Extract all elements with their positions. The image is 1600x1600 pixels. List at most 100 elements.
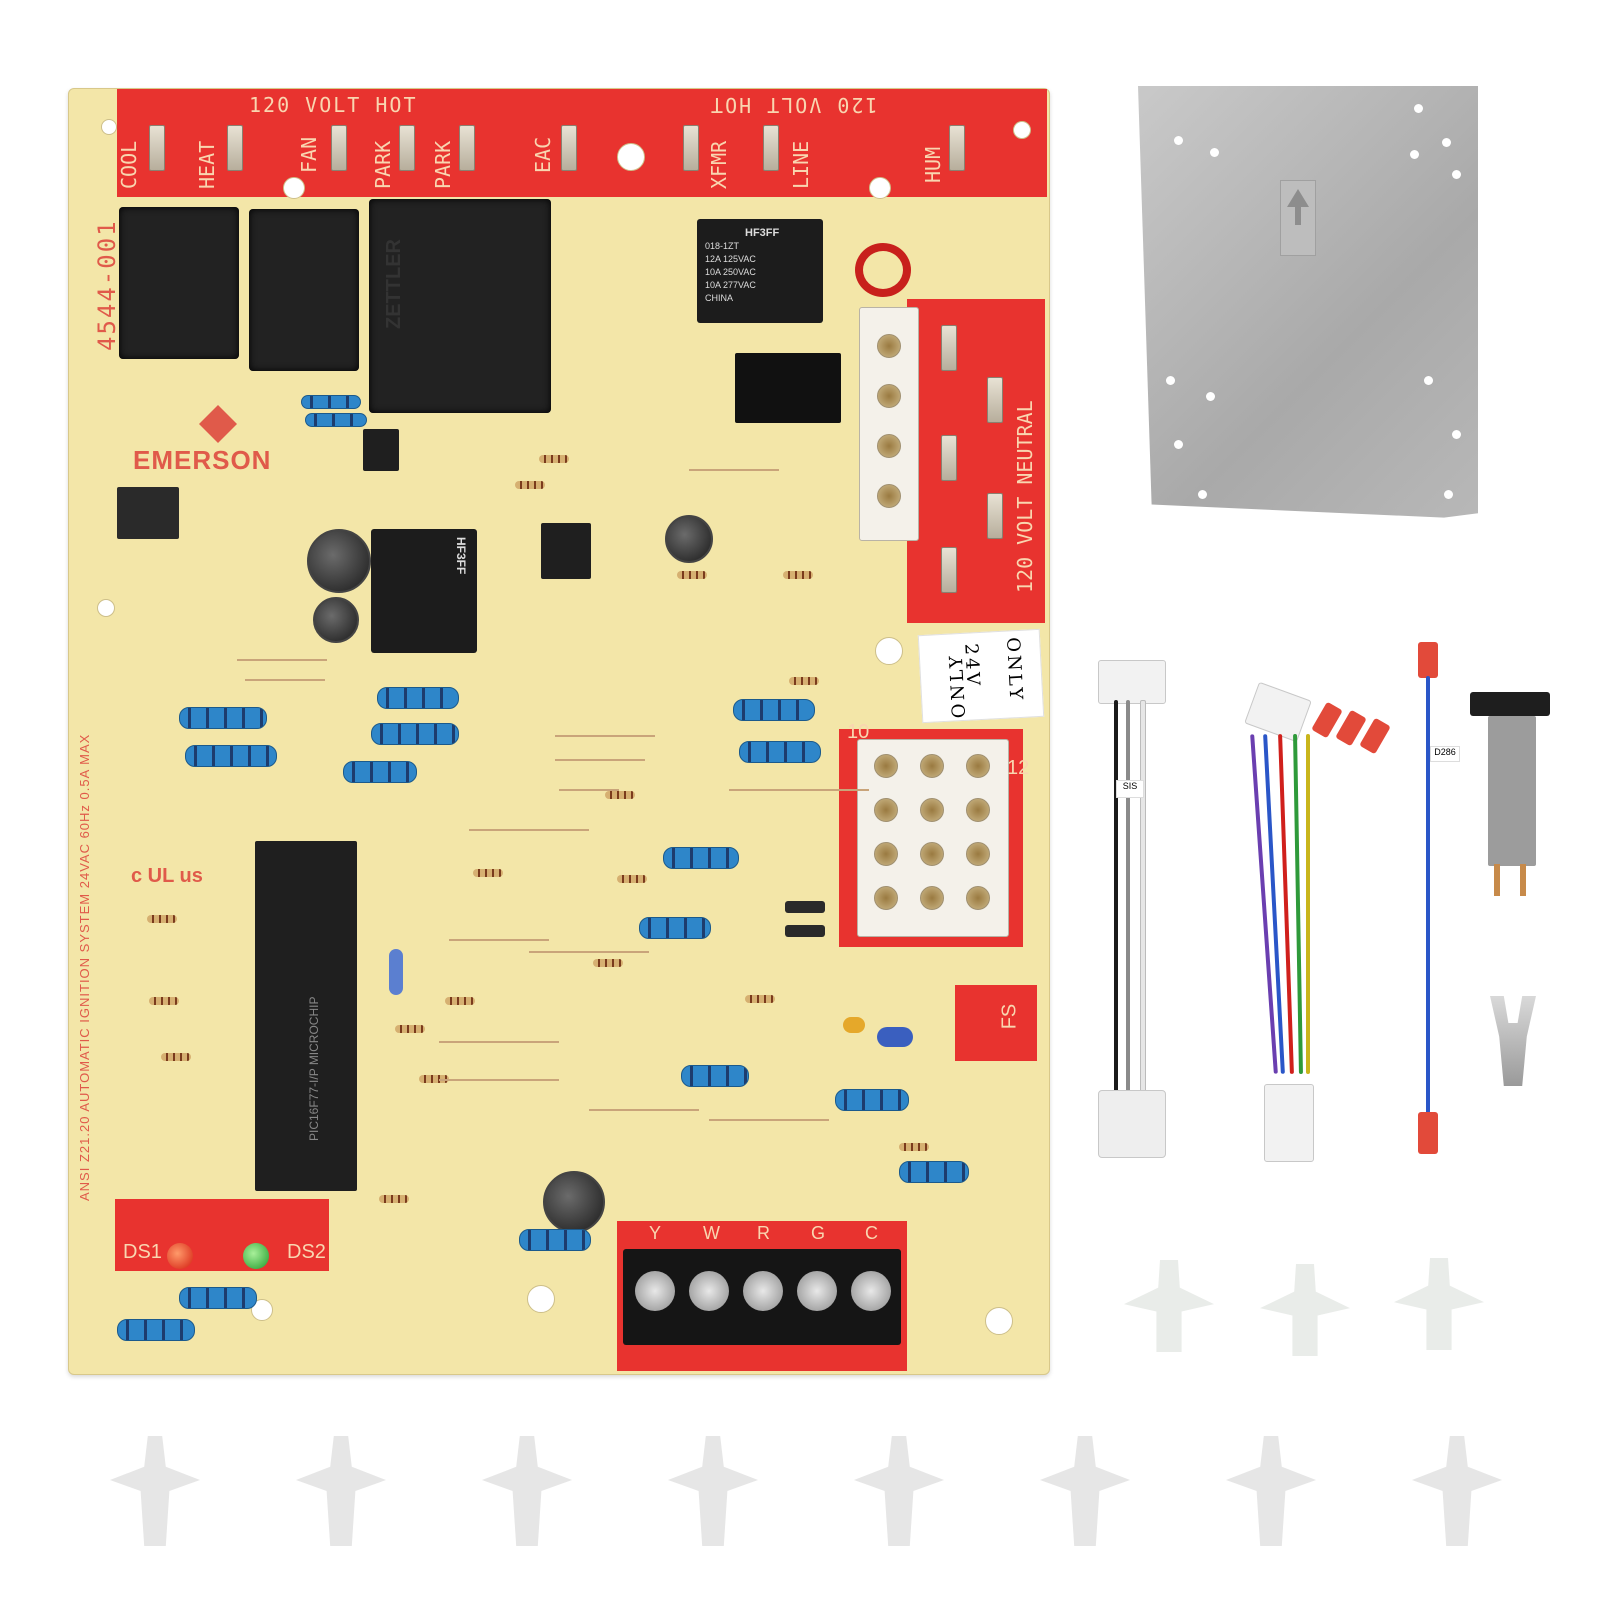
terminal-screw [797,1271,837,1311]
four-pin-connector [859,307,919,541]
plate-hole [1414,104,1423,113]
small-resistor [515,481,545,489]
mounting-hole [97,599,115,617]
connector-pin [920,798,944,822]
wire-black [1114,700,1118,1094]
small-resistor [783,571,813,579]
relay [119,207,239,359]
small-resistor [593,959,623,967]
mounting-hole [283,177,305,199]
terminal-letter-y: Y [649,1223,662,1243]
microcontroller-label: PIC16F77-I/P MICROCHIP [307,996,321,1141]
silkscreen-line [237,659,327,661]
silkscreen-line [439,1079,559,1081]
standoff [1394,1258,1484,1350]
terminal-tab [949,125,965,171]
ul-mark: c UL us [131,865,203,887]
neutral-label: 120 VOLT NEUTRAL [1013,400,1037,593]
terminal-label-fan: FAN [297,136,321,173]
mounting-clip [1412,1436,1502,1546]
green-led [243,1243,269,1269]
hot-terminal-strip [117,89,1047,197]
mounting-hole [251,1299,273,1321]
small-resistor [395,1025,425,1033]
terminal-screw [689,1271,729,1311]
small-resistor [677,571,707,579]
plate-hole [1424,376,1433,385]
capacitor [665,515,713,563]
mounting-clip [110,1436,200,1546]
terminal-label-park-1: PARK [371,140,395,189]
small-resistor [899,1143,929,1151]
voltage-regulator [735,353,841,423]
capacitor [543,1171,605,1233]
resistor [663,847,739,869]
top-label-left: 120 VOLT HOT [249,93,418,117]
switch-body [1488,716,1536,866]
resistor [301,395,361,409]
resistor [519,1229,591,1251]
resistor [371,723,459,745]
wire-yellow [1306,734,1310,1074]
small-resistor [605,791,635,799]
microcontroller: PIC16F77-I/P MICROCHIP [255,841,357,1191]
ic-chip [363,429,399,471]
small-relay-spec: 018-1ZT [705,241,740,251]
terminal-label-line: LINE [789,140,813,189]
terminal-screw [743,1271,783,1311]
resistor [899,1161,969,1183]
resistor [739,741,821,763]
silkscreen-line [709,1119,829,1121]
small-resistor [149,997,179,1005]
small-relay-spec: 12A 125VAC [705,254,756,264]
terminal-tab [149,125,165,171]
small-resistor [539,455,569,463]
ds1-label: DS1 [123,1241,162,1263]
mounting-clip [1226,1436,1316,1546]
terminal-label-park-2: PARK [431,140,455,189]
resistor [185,745,277,767]
connector-pin [966,798,990,822]
connector-pin [874,754,898,778]
terminal-letter-r: R [757,1223,770,1243]
silkscreen-line [729,789,869,791]
wire-blue [1426,676,1430,1116]
capacitor [307,529,371,593]
wire-grey [1126,700,1130,1094]
brand-name: EMERSON [133,445,272,475]
capacitor [313,597,359,643]
spade-terminal-bottom [1418,1112,1438,1154]
main-relay-brand: ZETTLER [383,239,405,329]
sticker-line-3: ONLY [945,652,971,719]
small-resistor [161,1053,191,1061]
wire-tag: D286 [1430,746,1460,762]
small-resistor [379,1195,409,1203]
terminal-tab [763,125,779,171]
fs-label: FS [998,1003,1021,1030]
small-relay-spec: 10A 277VAC [705,280,756,290]
silkscreen-line [449,939,549,941]
silkscreen-line [469,829,589,831]
neutral-tab [941,435,957,481]
connector-pin [920,842,944,866]
mounting-clip [482,1436,572,1546]
spade-terminal-top [1418,642,1438,678]
wire-white [1140,700,1146,1096]
varistor [855,243,911,297]
terminal-letter-g: G [811,1223,826,1243]
terminal-tab [399,125,415,171]
terminal-tab [561,125,577,171]
connector-pin [877,334,901,358]
plate-hole [1444,490,1453,499]
small-resistor [147,915,177,923]
wire-green [1293,733,1303,1075]
terminal-tab [459,125,475,171]
connector-number: 12 [1007,757,1030,779]
connector-pin [966,754,990,778]
fs-terminal-area [955,985,1037,1061]
blue-capacitor [877,1027,913,1047]
terminal-letter-c: C [865,1223,878,1243]
resistor [117,1319,195,1341]
connector-pin [874,798,898,822]
resistor [305,413,367,427]
